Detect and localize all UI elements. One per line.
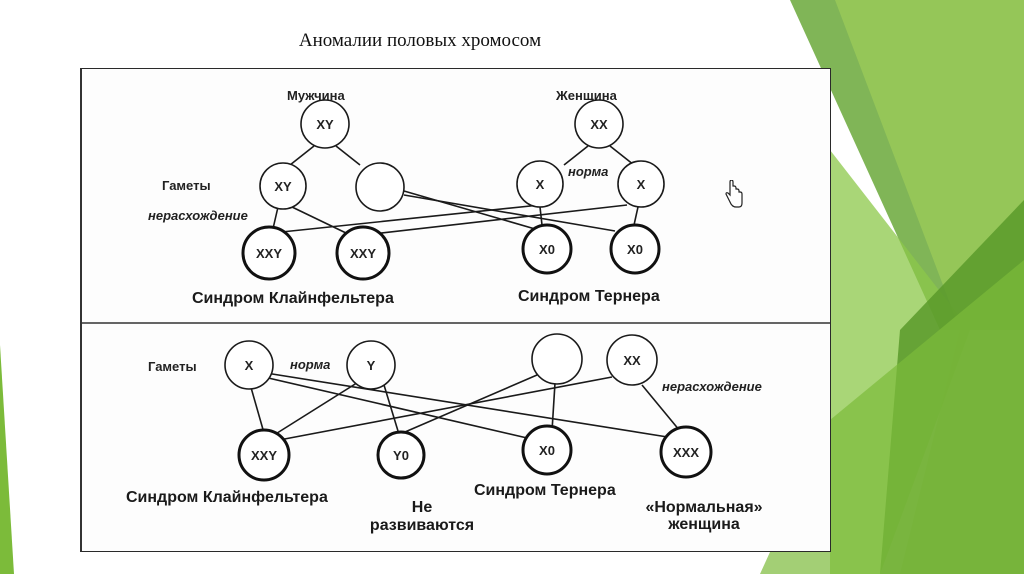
gamete-empty-node	[355, 162, 405, 212]
top-turner-label: Синдром Тернера	[518, 288, 660, 305]
svg-text:XXY: XXY	[256, 246, 282, 261]
gamete-y-node: Y	[346, 340, 396, 390]
bottom-gametes-label: Гаметы	[148, 359, 197, 374]
svg-text:X: X	[245, 358, 254, 373]
not-develop-line2: развиваются	[370, 517, 474, 534]
svg-text:Y: Y	[367, 358, 376, 373]
gamete-x1-node: X	[516, 160, 564, 208]
male-node: XY	[300, 99, 350, 149]
svg-text:XY: XY	[274, 179, 292, 194]
svg-text:X: X	[536, 177, 545, 192]
hand-cursor-icon	[725, 180, 743, 208]
female-node: XX	[574, 99, 624, 149]
female-label: Женщина	[555, 88, 618, 103]
top-klinefelter-label: Синдром Клайнфельтера	[192, 290, 394, 307]
gamete-x2-node: X	[617, 160, 665, 208]
top-edges	[271, 145, 639, 238]
offspring-xxy-bottom: XXY	[237, 428, 291, 482]
green-shape-left	[0, 345, 14, 574]
svg-text:XX: XX	[590, 117, 608, 132]
svg-text:XXX: XXX	[673, 445, 699, 460]
gamete-xy-node: XY	[259, 162, 307, 210]
male-label: Мужчина	[287, 88, 346, 103]
bottom-turner-label: Синдром Тернера	[474, 482, 616, 499]
top-norma-label: норма	[568, 164, 608, 179]
svg-text:X: X	[637, 177, 646, 192]
offspring-xxy-2: XXY	[335, 225, 391, 281]
gamete-xx-node: XX	[606, 334, 658, 386]
not-develop-line1: Не	[412, 499, 433, 516]
normal-female-line2: женщина	[667, 516, 740, 533]
offspring-xxx: XXX	[659, 425, 713, 479]
svg-text:X0: X0	[627, 242, 643, 257]
bottom-nondisjunction-label: нерасхождение	[662, 379, 762, 394]
bottom-norma-label: норма	[290, 357, 330, 372]
bottom-edges	[247, 372, 681, 442]
svg-text:XXY: XXY	[350, 246, 376, 261]
top-nondisjunction-label: нерасхождение	[148, 208, 248, 223]
chromosome-diagram: Мужчина Женщина Гаметы нерасхождение нор…	[82, 88, 830, 534]
normal-female-line1: «Нормальная»	[645, 499, 762, 516]
gamete-x-node: X	[224, 340, 274, 390]
offspring-xxy-1: XXY	[241, 225, 297, 281]
svg-text:XXY: XXY	[251, 448, 277, 463]
bottom-gamete-empty-node	[531, 333, 583, 385]
offspring-x0-bottom: X0	[521, 424, 573, 476]
top-gametes-label: Гаметы	[162, 178, 211, 193]
svg-text:Y0: Y0	[393, 448, 409, 463]
svg-text:X0: X0	[539, 242, 555, 257]
svg-text:XY: XY	[316, 117, 334, 132]
svg-text:XX: XX	[623, 353, 641, 368]
svg-text:X0: X0	[539, 443, 555, 458]
slide-title: Аномалии половых хромосом	[298, 30, 542, 51]
offspring-y0: Y0	[376, 430, 426, 480]
bottom-klinefelter-label: Синдром Клайнфельтера	[126, 489, 328, 506]
diagram-figure: Мужчина Женщина Гаметы нерасхождение нор…	[80, 68, 831, 552]
offspring-x0-2: X0	[609, 223, 661, 275]
offspring-x0-1: X0	[521, 223, 573, 275]
